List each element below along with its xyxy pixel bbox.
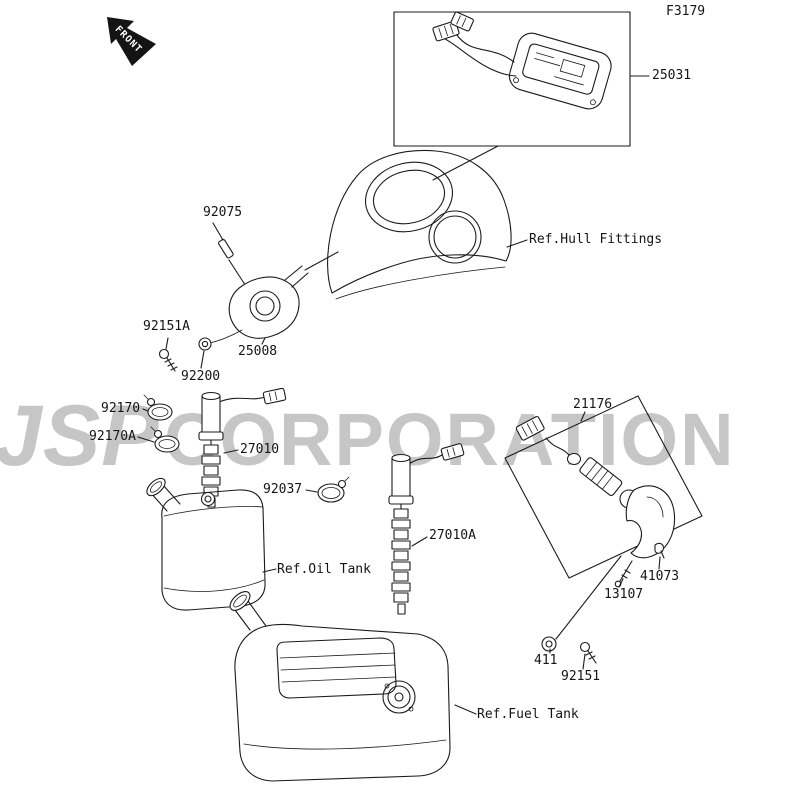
clamp-92170a-drawing — [137, 426, 180, 453]
part-label-25031: 25031 — [652, 68, 692, 83]
part-label-92170a: 92170A — [89, 429, 136, 444]
oil-tank-drawing — [146, 477, 277, 611]
watermark-jsp: JSP — [0, 388, 160, 484]
washer-411-drawing — [541, 555, 622, 654]
part-label-27010: 27010 — [240, 442, 280, 457]
meter-assembly-drawing — [393, 11, 650, 181]
ref-fuel-tank-label: Ref.Fuel Tank — [477, 707, 579, 722]
fuel-level-sensor-27010a-drawing — [388, 443, 465, 615]
part-label-92151a: 92151A — [143, 319, 190, 334]
clamp-92037-drawing — [305, 476, 350, 503]
screw-13107-drawing — [614, 560, 633, 588]
part-label-92075: 92075 — [203, 205, 243, 220]
part-label-92200: 92200 — [181, 369, 221, 384]
part-label-92170: 92170 — [101, 401, 141, 416]
part-label-41073: 41073 — [640, 569, 680, 584]
ref-oil-tank-label: Ref.Oil Tank — [277, 562, 371, 577]
pin-92075-drawing — [212, 222, 250, 292]
part-label-13107: 13107 — [604, 587, 644, 602]
fuel-tank-drawing — [229, 591, 477, 782]
clip-41073-drawing — [654, 542, 665, 570]
ref-hull-fittings-label: Ref.Hull Fittings — [529, 232, 663, 247]
part-label-25008: 25008 — [238, 344, 278, 359]
part-label-92151: 92151 — [561, 669, 601, 684]
screw-92151a-drawing — [158, 337, 178, 372]
front-arrow-icon — [107, 17, 156, 66]
watermark-corporation: CORPORATION — [164, 398, 736, 481]
bolt-92151-drawing — [579, 641, 597, 670]
grommet-92200-drawing — [198, 337, 212, 369]
bracket-25008-drawing — [205, 251, 339, 345]
hull-fitting-drawing — [327, 149, 528, 300]
part-label-92037: 92037 — [263, 482, 303, 497]
part-label-21176: 21176 — [573, 397, 613, 412]
watermark: JSP CORPORATION — [0, 393, 736, 479]
part-label-27010a: 27010A — [429, 528, 476, 543]
clamp-92170-drawing — [142, 394, 173, 421]
speed-sensor-21176-drawing — [504, 395, 703, 579]
oil-level-sensor-27010-drawing — [198, 387, 287, 508]
figure-code: F3179 — [666, 4, 706, 19]
part-label-411: 411 — [534, 653, 558, 668]
